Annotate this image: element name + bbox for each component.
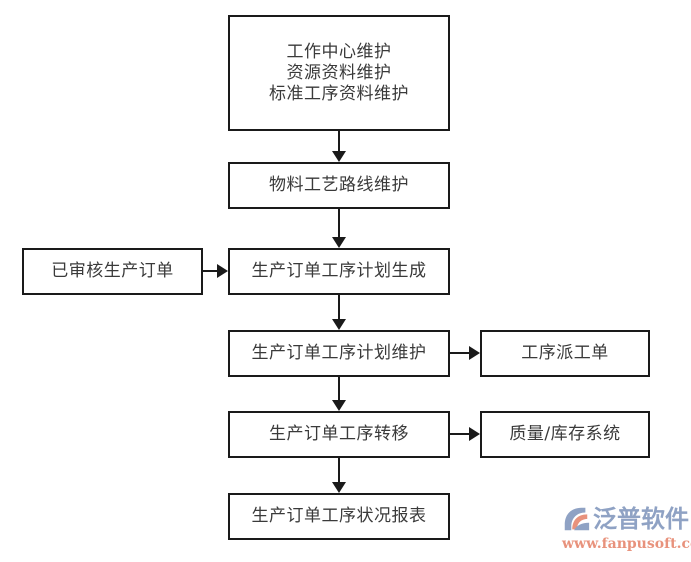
node-status-report[interactable]: 生产订单工序状况报表	[228, 493, 450, 540]
arrow-down-icon	[332, 151, 346, 162]
connector-line	[338, 458, 340, 483]
node-basic-data-line-1: 工作中心维护	[286, 41, 392, 62]
fanpu-logo-mark-icon	[564, 507, 590, 531]
node-operation-transfer[interactable]: 生产订单工序转移	[228, 411, 450, 458]
connector-operation-transfer-to-quality-inventory	[450, 427, 480, 443]
connector-basic-data-to-routing	[332, 131, 354, 162]
connector-line	[338, 295, 340, 320]
node-quality-inventory-label: 质量/库存系统	[509, 424, 621, 444]
node-operation-transfer-label: 生产订单工序转移	[269, 424, 409, 444]
node-plan-generate[interactable]: 生产订单工序计划生成	[228, 248, 450, 295]
connector-operation-transfer-to-status-report	[332, 458, 354, 493]
connector-plan-maintain-to-operation-transfer	[332, 377, 354, 411]
node-routing[interactable]: 物料工艺路线维护	[228, 162, 450, 209]
arrow-right-icon	[469, 427, 480, 441]
node-basic-data-line-3: 标准工序资料维护	[269, 83, 409, 104]
node-plan-maintain-label: 生产订单工序计划维护	[251, 343, 427, 363]
node-approved-order[interactable]: 已审核生产订单	[22, 248, 203, 295]
connector-routing-to-plan-generate	[332, 209, 354, 248]
arrow-down-icon	[332, 400, 346, 411]
connector-plan-generate-to-plan-maintain	[332, 295, 354, 330]
node-approved-order-label: 已审核生产订单	[51, 261, 174, 281]
node-basic-data-line-2: 资源资料维护	[286, 62, 392, 83]
node-dispatch-order-label: 工序派工单	[521, 343, 609, 363]
node-basic-data[interactable]: 工作中心维护 资源资料维护 标准工序资料维护	[228, 15, 450, 131]
connector-line	[450, 352, 470, 354]
connector-line	[338, 377, 340, 401]
watermark-logo: 泛普软件 www.fanpusoft.com	[561, 503, 691, 555]
connector-line	[450, 433, 470, 435]
arrow-right-icon	[217, 264, 228, 278]
arrow-down-icon	[332, 319, 346, 330]
connector-line	[203, 270, 218, 272]
connector-line	[338, 131, 340, 152]
node-dispatch-order[interactable]: 工序派工单	[480, 330, 650, 377]
watermark-top-row: 泛普软件	[561, 503, 689, 535]
arrow-down-icon	[332, 482, 346, 493]
node-routing-label: 物料工艺路线维护	[269, 175, 409, 195]
watermark-url-text: www.fanpusoft.com	[562, 536, 691, 552]
node-plan-maintain[interactable]: 生产订单工序计划维护	[228, 330, 450, 377]
connector-line	[338, 209, 340, 238]
node-quality-inventory[interactable]: 质量/库存系统	[480, 411, 650, 458]
connector-plan-maintain-to-dispatch-order	[450, 346, 480, 362]
node-plan-generate-label: 生产订单工序计划生成	[251, 261, 427, 281]
arrow-down-icon	[332, 237, 346, 248]
connector-approved-order-to-plan-generate	[203, 264, 228, 280]
arrow-right-icon	[469, 346, 480, 360]
node-status-report-label: 生产订单工序状况报表	[251, 506, 427, 526]
watermark-brand-text: 泛普软件	[593, 505, 689, 533]
